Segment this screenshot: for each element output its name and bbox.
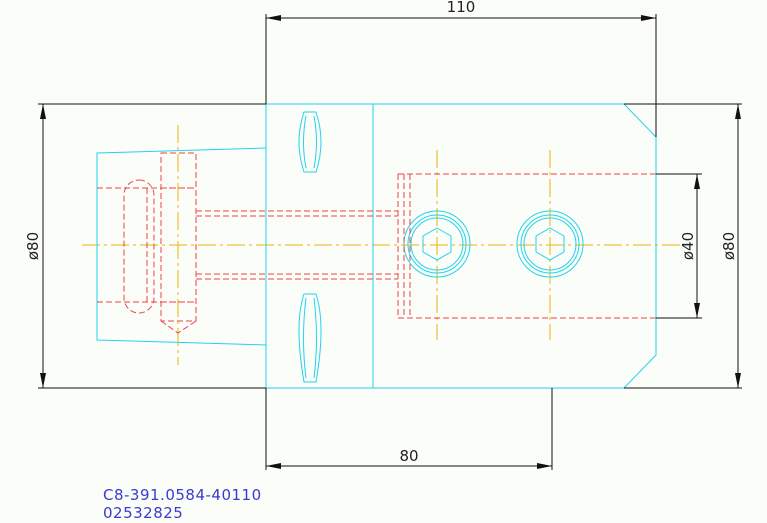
key-slot-bottom [298, 293, 322, 383]
dimension-80-label: 80 [399, 447, 418, 465]
key-slot-top [298, 111, 322, 173]
screw-left [403, 210, 471, 278]
dimension-diameter-left-label: ø80 [24, 232, 42, 260]
shank-outline [96, 147, 267, 346]
part-number: C8-391.0584-40110 [103, 486, 262, 504]
dimension-110: 110 [265, 0, 657, 137]
part-code: 02532825 [103, 504, 183, 522]
dimension-80-length: 80 [265, 388, 553, 470]
screw-right [516, 210, 584, 278]
body-outline [265, 103, 657, 389]
dimension-diameter-bore: ø40 [656, 173, 702, 319]
hidden-lines [97, 152, 656, 334]
dimension-diameter-bore-label: ø40 [679, 232, 697, 260]
dimension-diameter-right-label: ø80 [720, 232, 738, 260]
center-lines [82, 125, 680, 365]
dimension-110-label: 110 [447, 0, 476, 16]
dimension-diameter-right: ø80 [624, 103, 742, 389]
dimension-diameter-left: ø80 [24, 103, 266, 389]
